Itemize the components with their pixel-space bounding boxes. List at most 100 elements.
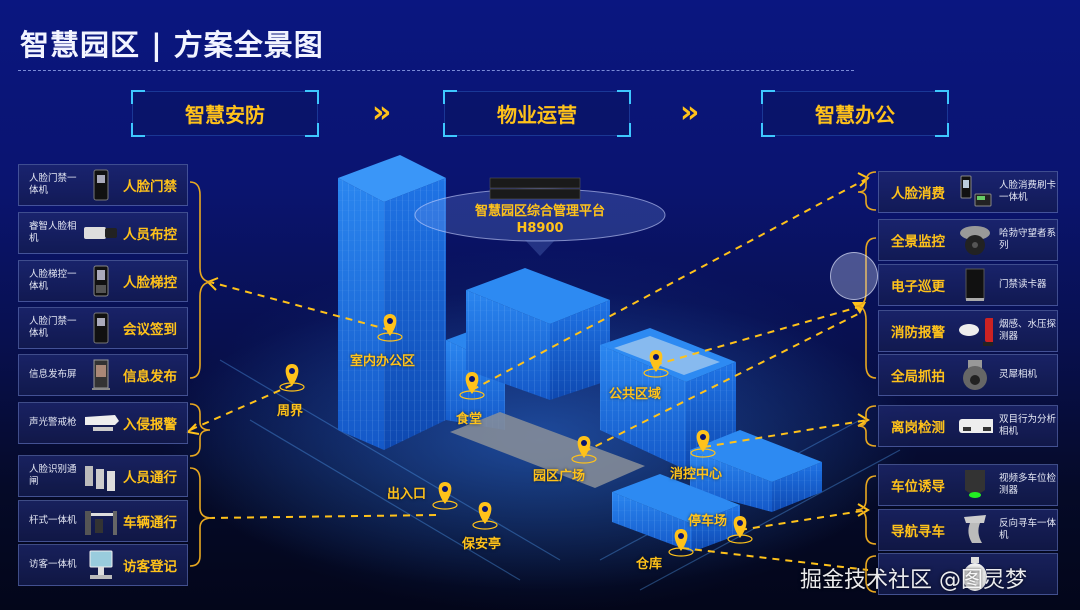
barrier-gate-icon [83,503,119,539]
category-property-operation: 物业运营 [443,90,631,137]
function-label: 会议签到 [123,322,177,338]
platform-name: 智慧园区综合管理平台 [474,204,605,219]
title-divider [18,70,854,71]
map-pin-icon [432,482,458,510]
function-label: 人员布控 [123,227,177,243]
map-pin-icon [643,350,669,378]
binocular-camera-icon [957,408,993,444]
bullet-camera-icon [83,405,119,441]
category-label: 物业运营 [497,103,577,127]
right-card-fire-alarm: 消防报警 烟感、水压探测器 [878,310,1058,352]
dome-camera-icon [957,357,993,393]
left-card-personnel-control: 睿智人脸相机 人员布控 [18,212,188,254]
tower-office [338,155,446,450]
function-label: 人员通行 [123,470,177,486]
device-name: 睿智人脸相机 [29,221,77,244]
speed-dome-camera-icon [957,556,993,592]
platform-model: H8900 [516,221,564,236]
right-card-absence-detection: 离岗检测 双目行为分析相机 [878,405,1058,447]
device-name: 视频多车位检测器 [999,473,1057,496]
function-label: 车位诱导 [891,479,945,495]
platform-label: 智慧园区综合管理平台 H8900 [440,203,640,237]
card-reader-icon [957,267,993,303]
device-name: 人脸消费刷卡一体机 [999,180,1057,203]
location-label: 保安亭 [462,537,502,552]
right-card-face-payment: 人脸消费 人脸消费刷卡一体机 [878,171,1058,213]
function-label: 离岗检测 [891,420,945,436]
device-name: 人脸门禁一体机 [29,173,77,196]
camera-icon [83,215,119,251]
left-card-face-access: 人脸门禁一体机 人脸门禁 [18,164,188,206]
left-card-meeting-checkin: 人脸门禁一体机 会议签到 [18,307,188,349]
function-label: 人脸消费 [891,186,945,202]
map-pin-icon [668,529,694,557]
right-card-patrol: 电子巡更 门禁读卡器 [878,264,1058,306]
device-name: 反向寻车一体机 [999,518,1057,541]
plaza-area [450,412,645,488]
category-smart-office: 智慧办公 [761,90,949,137]
function-label: 访客登记 [123,559,177,575]
location-label: 停车场 [688,514,728,529]
function-label: 导航寻车 [891,524,945,540]
map-pin-icon [377,314,403,342]
location-label: 消控中心 [670,467,723,482]
turnstile-icon [83,458,119,494]
map-pin-icon [472,502,498,530]
location-label: 园区广场 [533,469,586,484]
device-name: 灵犀相机 [999,369,1038,380]
category-label: 智慧办公 [815,103,895,127]
left-card-elevator-control: 人脸梯控一体机 人脸梯控 [18,260,188,302]
category-smart-security: 智慧安防 [131,90,319,137]
map-pin-icon [571,436,597,464]
map-pin-icon [690,430,716,458]
function-label: 入侵报警 [123,417,177,433]
device-name: 哈勃守望者系列 [999,228,1057,251]
map-pin-icon [279,364,305,392]
location-label: 室内办公区 [350,354,416,369]
function-label: 人脸门禁 [123,179,177,195]
face-terminal-icon [83,263,119,299]
device-name: 信息发布屏 [29,369,77,380]
location-label: 出入口 [387,487,427,502]
location-label: 公共区域 [609,387,662,402]
left-card-personnel-access: 人脸识别通闸 人员通行 [18,455,188,497]
display-screen-icon [83,357,119,393]
category-label: 智慧安防 [185,103,265,127]
function-label: 全局抓拍 [891,369,945,385]
location-label: 周界 [277,404,304,419]
location-label: 食堂 [456,412,483,427]
device-name: 声光警戒枪 [29,417,77,428]
device-name: 人脸识别通闸 [29,464,77,487]
left-card-info-display: 信息发布屏 信息发布 [18,354,188,396]
parking-detector-icon [957,467,993,503]
function-label: 信息发布 [123,369,177,385]
left-card-vehicle-access: 杆式一体机 车辆通行 [18,500,188,542]
device-name: 烟感、水压探测器 [999,319,1057,342]
device-name: 双目行为分析相机 [999,414,1057,437]
left-card-visitor-registration: 访客一体机 访客登记 [18,544,188,586]
device-name: 人脸门禁一体机 [29,316,77,339]
device-name: 门禁读卡器 [999,279,1047,290]
watermark: 掘金技术社区 @图灵梦 [800,568,1027,593]
page-title: 智慧园区 | 方案全景图 [20,28,324,62]
right-card-panoramic-monitoring: 全景监控 哈勃守望者系列 [878,219,1058,261]
panoramic-camera-icon [957,222,993,258]
map-pin-icon [459,372,485,400]
location-pins [279,314,753,557]
right-card-partial [878,553,1058,595]
function-label: 全景监控 [891,234,945,250]
device-name: 访客一体机 [29,559,77,570]
kiosk-icon [957,512,993,548]
face-terminal-icon [83,167,119,203]
device-name: 人脸梯控一体机 [29,269,77,292]
right-card-global-capture: 全局抓拍 灵犀相机 [878,354,1058,396]
function-label: 消防报警 [891,325,945,341]
location-label: 仓库 [636,557,663,572]
function-label: 人脸梯控 [123,275,177,291]
map-pin-icon [727,516,753,544]
left-card-intrusion-alarm: 声光警戒枪 入侵报警 [18,402,188,444]
right-card-car-finder: 导航寻车 反向寻车一体机 [878,509,1058,551]
server-icon [489,177,581,200]
smoke-detector-icon [957,313,993,349]
